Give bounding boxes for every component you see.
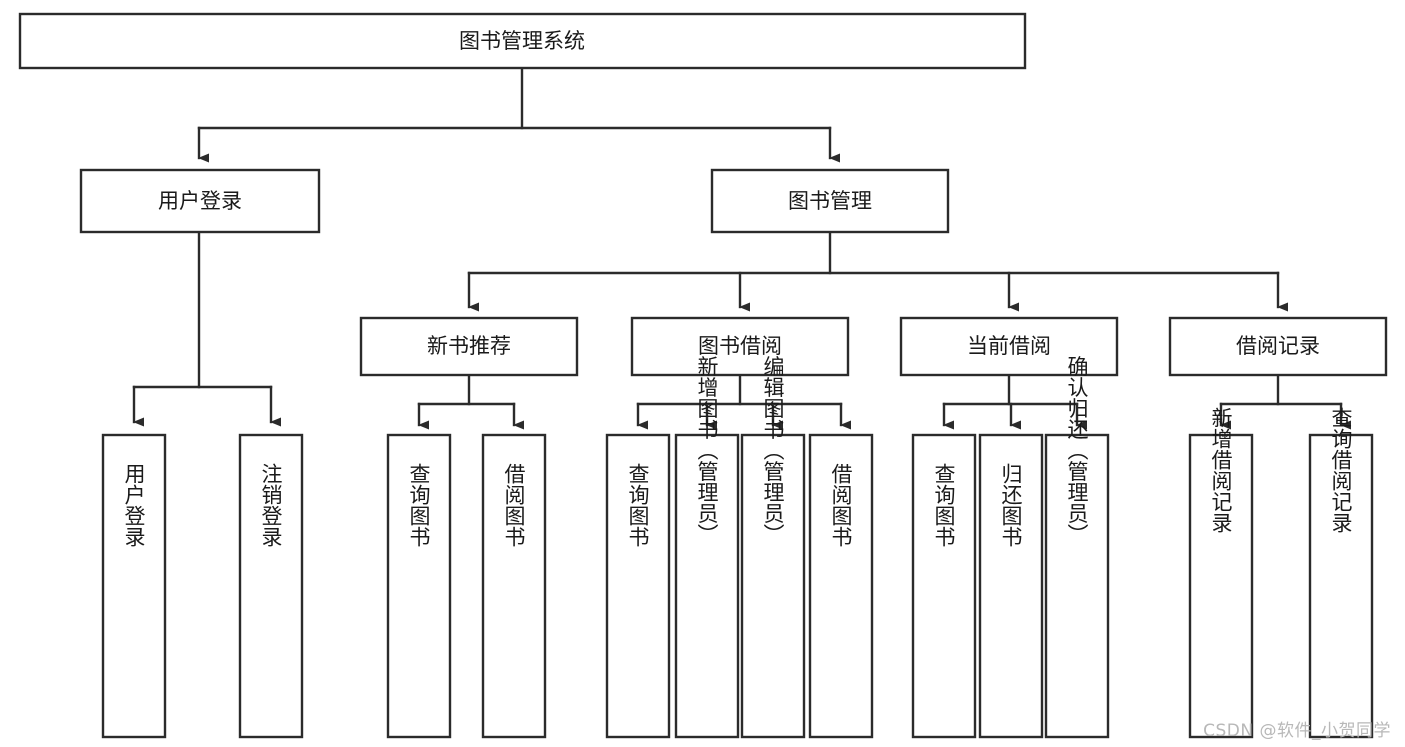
leaf-node[interactable]: 查询图书 [911, 433, 977, 739]
node-user-login[interactable]: 用户登录 [79, 168, 321, 234]
node-book-manage-label: 图书管理 [788, 189, 872, 213]
node-borrow-record-label: 借阅记录 [1236, 334, 1320, 358]
node-current-borrow[interactable]: 当前借阅 [899, 316, 1119, 377]
leaf-bb-query-book-label: 查询图书 [626, 463, 650, 547]
leaf-nb-query-book-box[interactable] [386, 433, 452, 739]
leaf-node[interactable]: 新增借阅记录 [1188, 407, 1254, 739]
leaf-cb-query-book-box[interactable] [911, 433, 977, 739]
csdn-watermark: CSDN @软件_小贺同学 [1203, 721, 1391, 741]
node-user-login-box[interactable] [79, 168, 321, 234]
leaf-br-query-record-label: 查询借阅记录 [1329, 407, 1353, 533]
node-new-book-recommend-label: 新书推荐 [427, 334, 511, 358]
edges-root-to-level2 [197, 66, 840, 163]
leaf-bb-add-book-box[interactable] [674, 433, 740, 739]
node-current-borrow-label: 当前借阅 [967, 334, 1051, 358]
leaf-user-login-label: 用户登录 [122, 463, 146, 547]
node-borrow-record[interactable]: 借阅记录 [1168, 316, 1388, 377]
node-book-borrow[interactable]: 图书借阅 [630, 316, 850, 377]
edges-book-manage-to-level3 [467, 230, 1288, 312]
node-root-box[interactable] [18, 12, 1027, 70]
leaf-bb-borrow-book-box[interactable] [808, 433, 874, 739]
leaf-bb-edit-book-label: 编辑图书（管理员） [761, 356, 785, 545]
leaf-node[interactable]: 注销登录 [238, 433, 304, 739]
node-user-login-label: 用户登录 [158, 189, 242, 213]
node-current-borrow-box[interactable] [899, 316, 1119, 377]
leaf-bb-borrow-book-label: 借阅图书 [829, 463, 853, 547]
leaf-node[interactable]: 编辑图书（管理员） [740, 356, 806, 739]
leaf-node[interactable]: 确认归还（管理员） [1044, 356, 1110, 739]
leaf-br-add-record-label: 新增借阅记录 [1209, 407, 1233, 533]
leaf-br-query-record-box[interactable] [1308, 433, 1374, 739]
leaf-bb-add-book-label: 新增图书（管理员） [695, 356, 719, 545]
node-root-label: 图书管理系统 [459, 29, 585, 53]
leaf-nb-borrow-book-label: 借阅图书 [502, 463, 526, 547]
node-book-manage-box[interactable] [710, 168, 950, 234]
leaf-logout-label: 注销登录 [259, 463, 283, 547]
node-book-manage[interactable]: 图书管理 [710, 168, 950, 234]
node-book-borrow-box[interactable] [630, 316, 850, 377]
leaf-node[interactable]: 新增图书（管理员） [674, 356, 740, 739]
leaf-cb-return-book-label: 归还图书 [999, 463, 1023, 547]
leaf-cb-confirm-return-label: 确认归还（管理员） [1065, 356, 1089, 545]
leaf-user-login-box[interactable] [101, 433, 167, 739]
edges-new-book-to-leaves [417, 373, 524, 430]
edges-borrow-record-to-leaves [1219, 373, 1351, 430]
leaf-logout-box[interactable] [238, 433, 304, 739]
leaf-node[interactable]: 借阅图书 [808, 433, 874, 739]
leaf-cb-query-book-label: 查询图书 [932, 463, 956, 547]
node-new-book-recommend-box[interactable] [359, 316, 579, 377]
leaf-node[interactable]: 查询借阅记录 [1308, 407, 1374, 739]
node-book-borrow-label: 图书借阅 [698, 334, 782, 358]
edges-current-borrow-to-leaves [942, 373, 1087, 430]
leaf-node[interactable]: 归还图书 [978, 433, 1044, 739]
node-borrow-record-box[interactable] [1168, 316, 1388, 377]
leaf-node[interactable]: 查询图书 [386, 433, 452, 739]
node-new-book-recommend[interactable]: 新书推荐 [359, 316, 579, 377]
edges-user-login-to-leaves [132, 230, 281, 427]
leaf-bb-edit-book-box[interactable] [740, 433, 806, 739]
leaf-nb-query-book-label: 查询图书 [407, 463, 431, 547]
edges-book-borrow-to-leaves [636, 373, 851, 430]
leaf-nb-borrow-book-box[interactable] [481, 433, 547, 739]
node-root[interactable]: 图书管理系统 [18, 12, 1027, 70]
leaf-cb-confirm-return-box[interactable] [1044, 433, 1110, 739]
leaf-cb-return-book-box[interactable] [978, 433, 1044, 739]
leaf-node[interactable]: 查询图书 [605, 433, 671, 739]
leaf-bb-query-book-box[interactable] [605, 433, 671, 739]
leaf-br-add-record-box[interactable] [1188, 433, 1254, 739]
leaf-node[interactable]: 用户登录 [101, 433, 167, 739]
leaf-node[interactable]: 借阅图书 [481, 433, 547, 739]
